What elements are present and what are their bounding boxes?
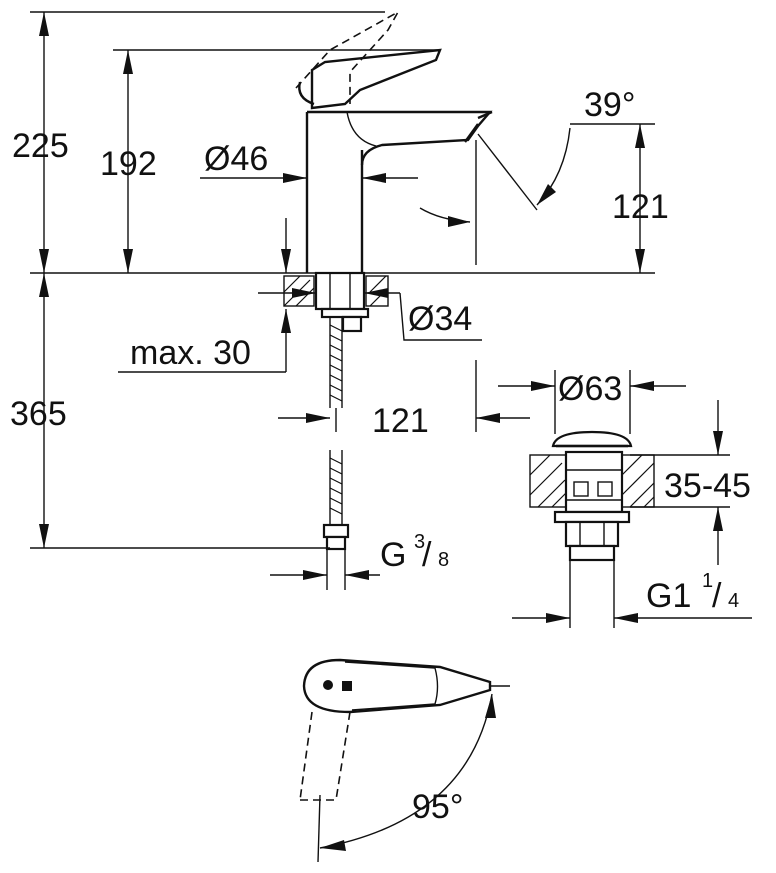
label-spout-height: 192 (100, 145, 157, 183)
label-hose-thread-den: 8 (438, 549, 449, 571)
label-waste-diameter: Ø63 (558, 370, 622, 408)
label-spout-reach: 121 (372, 402, 429, 440)
label-waste-thread: G1 (646, 577, 691, 615)
waste-valve (498, 370, 752, 628)
label-waste-thread-num: 1 (702, 570, 713, 592)
label-hose-thread-slash: / (422, 536, 432, 574)
label-waste-thread-den: 4 (728, 590, 739, 612)
label-hose-thread-num: 3 (414, 531, 425, 553)
label-hose-thread: G (380, 536, 406, 574)
dimension-lines (30, 11, 655, 580)
label-spout-angle: 39° (584, 86, 635, 124)
label-outlet-height: 121 (612, 188, 669, 226)
label-deck-thickness: 35-45 (664, 467, 751, 505)
label-shank-diameter: Ø34 (408, 300, 472, 338)
label-max-thickness: max. 30 (130, 334, 251, 372)
label-swivel-angle: 95° (412, 788, 463, 826)
label-body-diameter: Ø46 (204, 140, 268, 178)
label-total-height: 225 (12, 127, 69, 165)
label-below-deck: 365 (10, 395, 67, 433)
label-waste-thread-slash: / (712, 577, 722, 615)
faucet-side-view (30, 9, 655, 590)
dimension-labels: 225 192 Ø46 39° 121 Ø34 max. 30 365 121 … (10, 86, 751, 826)
faucet-top-view (299, 658, 510, 863)
